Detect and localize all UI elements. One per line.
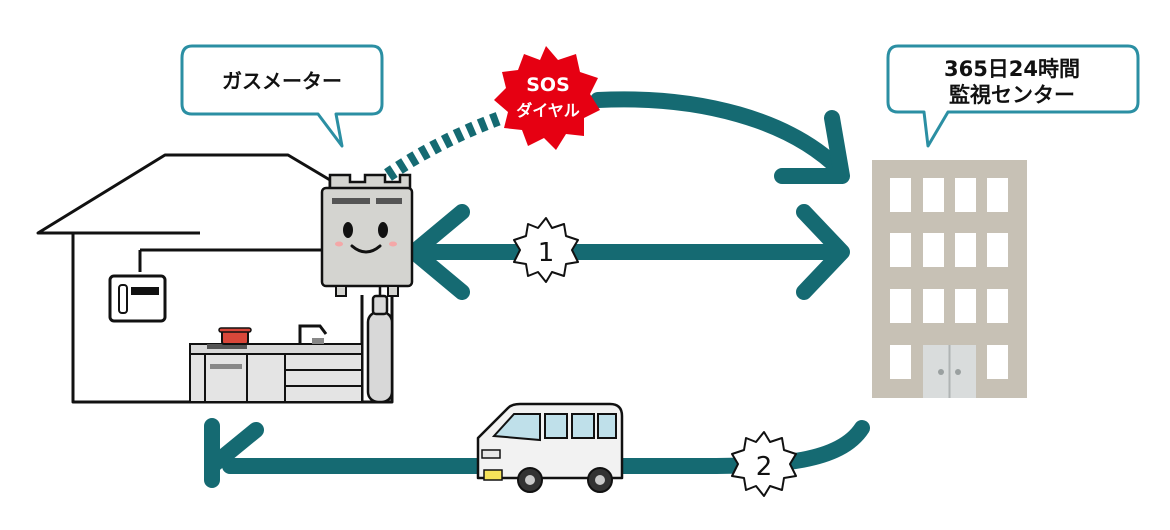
kitchen-icon xyxy=(189,324,363,403)
license-plate xyxy=(483,469,503,481)
step-two-badge: 2 xyxy=(731,431,797,497)
service-van-icon xyxy=(476,402,624,493)
gas-meter-callout: ガスメーター xyxy=(180,44,384,148)
center-callout-line1: 365日24時間 xyxy=(944,57,1080,81)
monitoring-center-building xyxy=(872,160,1027,398)
two-way-arrow-left-head xyxy=(406,204,470,300)
faucet-icon xyxy=(298,324,328,344)
dispatch-arrowhead xyxy=(204,418,264,488)
step-two-number: 2 xyxy=(756,452,773,482)
step-one-number: 1 xyxy=(538,238,555,268)
sos-badge: SOS ダイヤル xyxy=(494,46,600,150)
dispatch-arrow xyxy=(222,420,870,474)
sos-arrowhead xyxy=(774,110,850,184)
sos-title: SOS xyxy=(526,74,570,96)
gas-meter-icon xyxy=(320,173,414,297)
center-callout-line2: 監視センター xyxy=(949,83,1075,107)
arrows xyxy=(204,91,870,488)
wall-controller-icon xyxy=(108,274,167,323)
step-one-badge: 1 xyxy=(513,217,579,283)
sos-starburst xyxy=(494,46,600,150)
sos-subtitle: ダイヤル xyxy=(516,101,580,120)
sos-dotted-link xyxy=(384,111,503,181)
two-way-arrow-right-head xyxy=(796,204,850,300)
house xyxy=(36,153,394,404)
sos-arrow xyxy=(590,91,848,178)
center-callout: 365日24時間 監視センター xyxy=(886,44,1140,148)
gas-meter-callout-text: ガスメーター xyxy=(222,69,342,93)
building-entrance xyxy=(923,345,976,398)
